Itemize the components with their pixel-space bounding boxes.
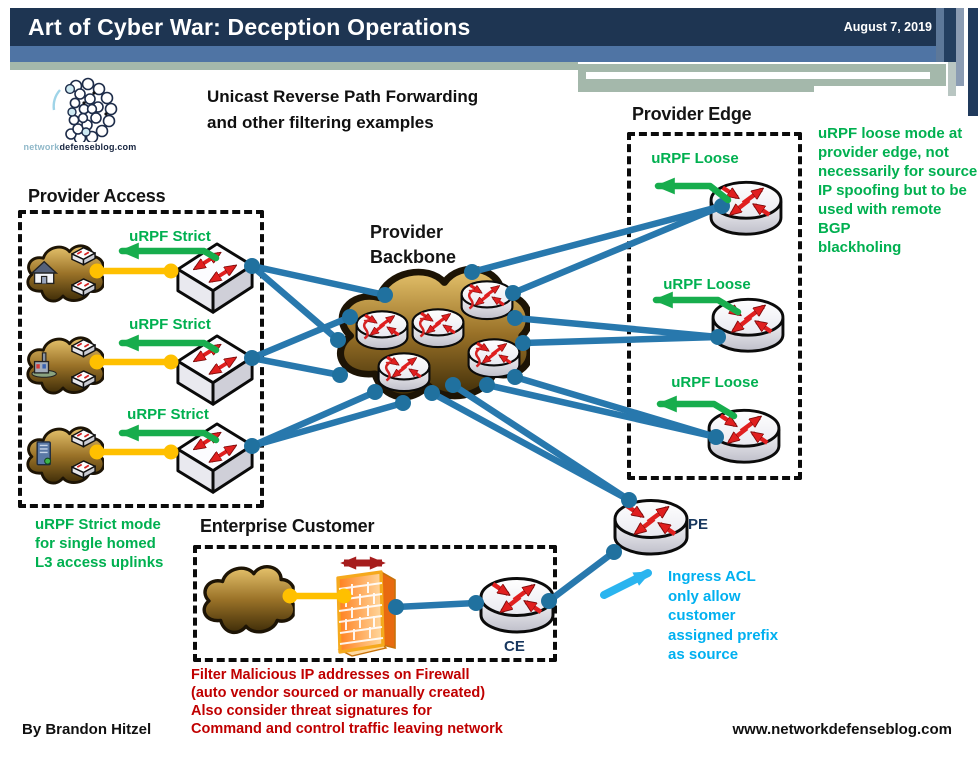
urpf-loose-label-1: uRPF Loose xyxy=(651,150,739,167)
backbone-router-icon xyxy=(462,281,513,319)
date-label: August 7, 2019 xyxy=(843,20,932,34)
subtitle-line-2: and other filtering examples xyxy=(207,113,434,132)
ingress-note-line: Ingress ACL xyxy=(668,568,756,585)
backbone-router-icon xyxy=(379,353,430,391)
server-icon xyxy=(36,441,52,466)
header-corner-stripe xyxy=(944,8,956,62)
edge-note-line: provider edge, not xyxy=(818,144,949,161)
website-link: www.networkdefenseblog.com xyxy=(732,721,952,738)
edge-note-line: blackholing xyxy=(818,239,902,256)
firewall-note-line: Filter Malicious IP addresses on Firewal… xyxy=(191,667,470,683)
subtitle-line-1: Unicast Reverse Path Forwarding xyxy=(207,87,479,106)
header-corner-stripe xyxy=(968,8,978,116)
access-cloud-server xyxy=(26,426,104,485)
backbone-title-line-1: Provider xyxy=(370,222,444,242)
blog-logo-wordmark: networkdefenseblog.com xyxy=(20,142,140,152)
header-bar xyxy=(10,8,936,46)
brand-dark: defenseblog.com xyxy=(59,142,137,152)
header-accent-white-stripe xyxy=(586,72,930,79)
edge-note-line: used with remote BGP xyxy=(818,201,942,237)
urpf-loose-label-2: uRPF Loose xyxy=(663,276,751,293)
firewall-note-line: Command and control traffic leaving netw… xyxy=(191,721,503,737)
firewall-icon xyxy=(336,570,396,657)
provider-access-title: Provider Access xyxy=(28,186,166,206)
provider-edge-box xyxy=(627,132,802,480)
header-accent-blue xyxy=(10,46,962,62)
firewall-note-line: (auto vendor sourced or manually created… xyxy=(191,685,486,701)
provider-backbone-cloud-icon xyxy=(326,256,530,408)
firewall-note-line: Also consider threat signatures for xyxy=(191,703,432,719)
edge-note-line: IP spoofing but to be xyxy=(818,182,967,199)
access-note-line: for single homed xyxy=(35,535,156,552)
access-cloud-home xyxy=(26,244,104,303)
urpf-strict-label-3: uRPF Strict xyxy=(127,406,209,423)
backbone-router-icon xyxy=(469,339,520,377)
provider-backbone-title: Provider Backbone xyxy=(370,220,456,270)
blog-logo-icon xyxy=(52,77,118,142)
backbone-title-line-2: Backbone xyxy=(370,247,457,267)
access-switch-3-icon xyxy=(174,416,256,508)
edge-router-3-icon xyxy=(705,403,783,469)
urpf-strict-label-2: uRPF Strict xyxy=(129,316,211,333)
ingress-note: Ingress ACL only allow customer assigned… xyxy=(668,567,798,665)
header-corner-stripe xyxy=(964,8,968,86)
provider-edge-title: Provider Edge xyxy=(632,104,752,124)
pe-label: PE xyxy=(688,516,709,533)
ce-router-icon xyxy=(477,571,557,639)
diagram-subtitle: Unicast Reverse Path Forwarding and othe… xyxy=(207,84,478,136)
access-cloud-factory xyxy=(26,336,104,395)
access-note-line: uRPF Strict mode xyxy=(35,516,161,533)
urpf-loose-label-3: uRPF Loose xyxy=(671,374,759,391)
firewall-note: Filter Malicious IP addresses on Firewal… xyxy=(191,666,521,738)
edge-note: uRPF loose mode at provider edge, not ne… xyxy=(818,124,978,257)
pe-router-icon xyxy=(611,493,691,561)
ce-label: CE xyxy=(504,638,525,655)
author-credit: By Brandon Hitzel xyxy=(22,721,152,738)
ingress-note-line: as source xyxy=(668,646,739,663)
edge-router-1-icon xyxy=(707,175,785,241)
ingress-note-line: assigned prefix xyxy=(668,626,779,644)
edge-note-line: uRPF loose mode at xyxy=(818,125,963,142)
brand-light: network xyxy=(23,142,60,152)
access-switch-1-icon xyxy=(174,236,256,328)
access-note: uRPF Strict mode for single homed L3 acc… xyxy=(35,515,185,572)
header-accent-sage-left xyxy=(10,62,578,70)
ingress-note-line: customer xyxy=(668,607,736,624)
ingress-arrow-icon xyxy=(600,569,652,599)
access-note-line: L3 access uplinks xyxy=(35,554,164,571)
edge-note-line: necessarily for source xyxy=(818,163,978,180)
enterprise-customer-title: Enterprise Customer xyxy=(200,516,375,536)
header-accent-sage-tail xyxy=(578,86,814,92)
backbone-router-icon xyxy=(357,311,408,349)
edge-router-2-icon xyxy=(709,292,787,358)
page-title: Art of Cyber War: Deception Operations xyxy=(28,14,471,40)
header-corner-stripe xyxy=(936,8,944,62)
urpf-strict-label-1: uRPF Strict xyxy=(129,228,211,245)
header-corner-stripe xyxy=(956,8,964,86)
backbone-router-icon xyxy=(413,309,464,347)
header-corner-stripe xyxy=(948,62,956,96)
enterprise-cloud-icon xyxy=(202,565,295,635)
ingress-note-line: only allow xyxy=(668,587,741,605)
